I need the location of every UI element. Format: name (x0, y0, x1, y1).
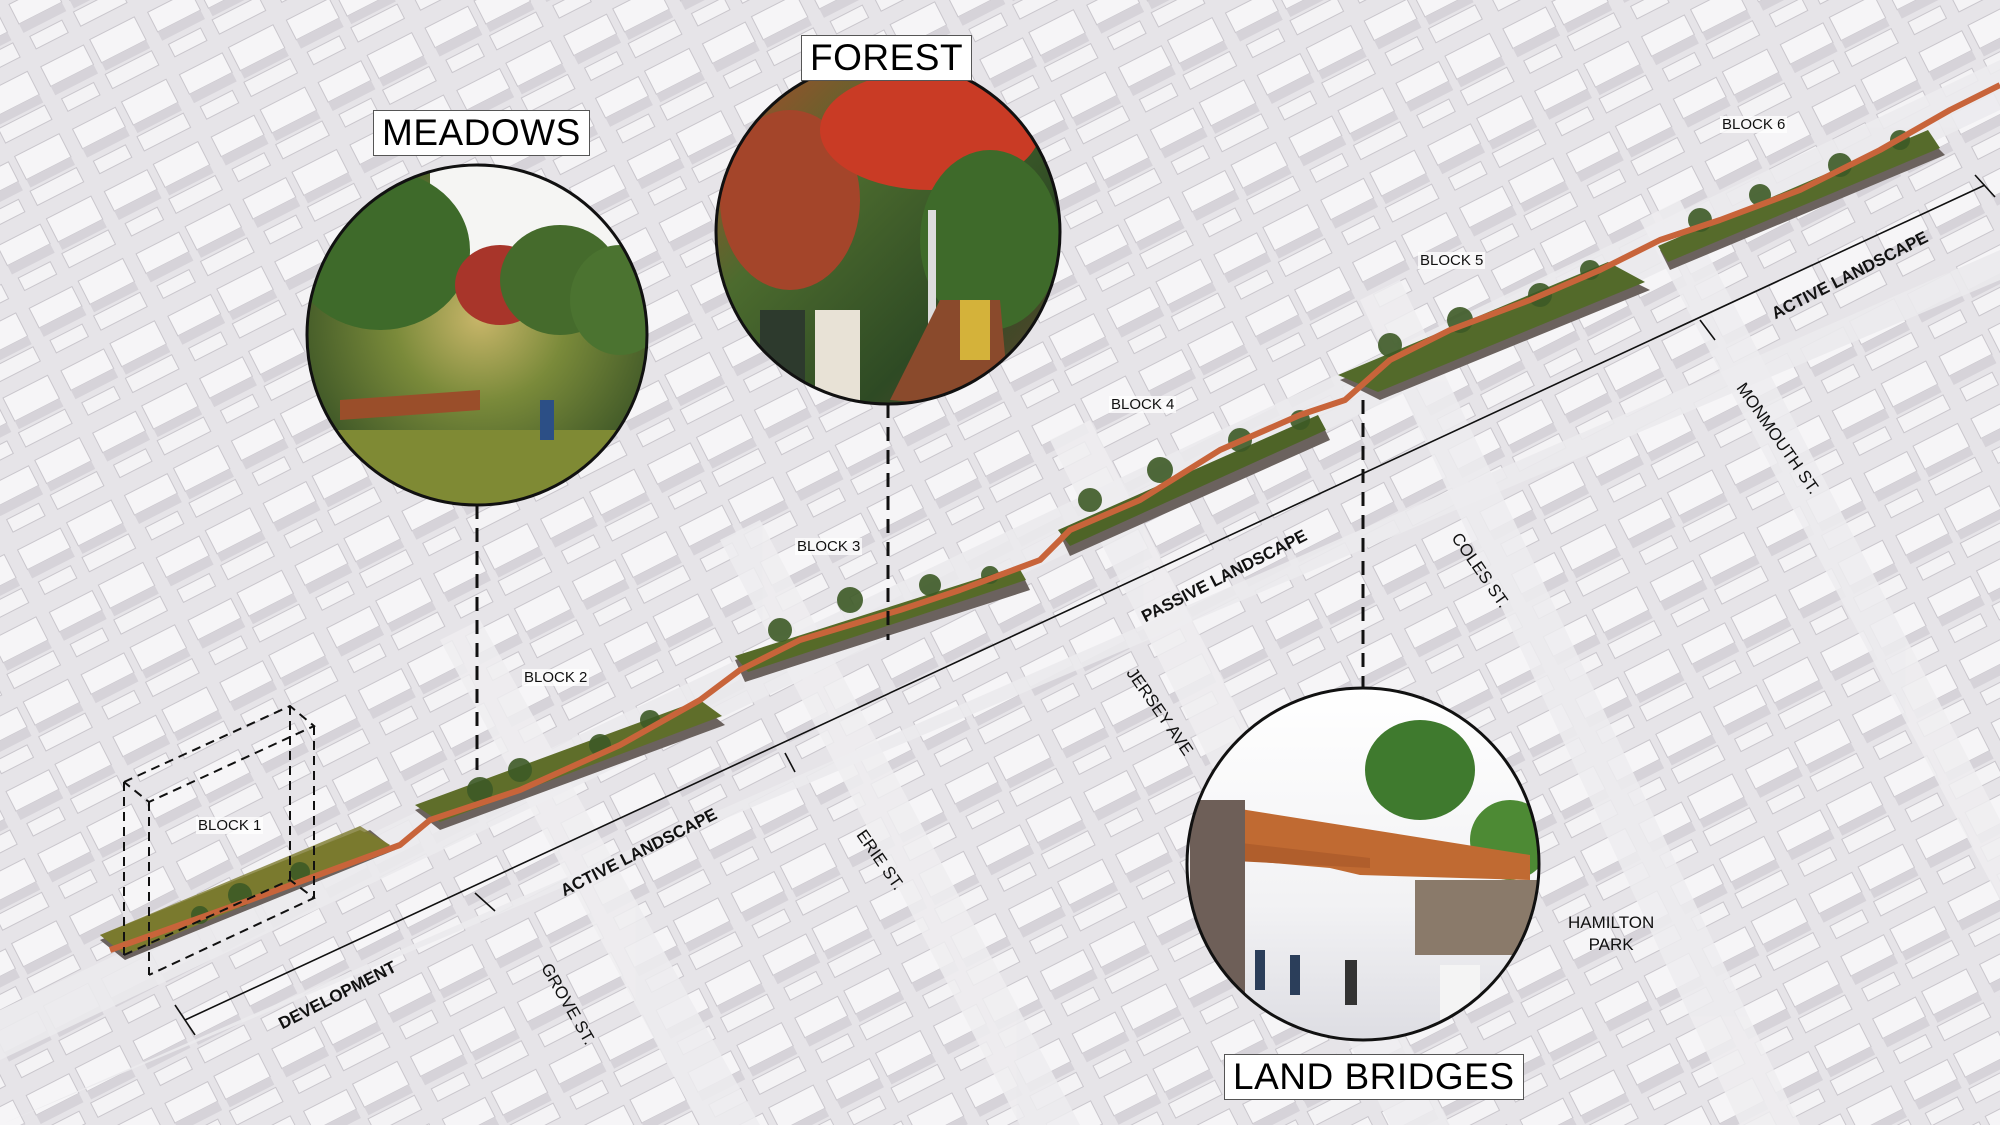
block-3-label: BLOCK 3 (795, 538, 863, 555)
title-meadows: MEADOWS (373, 110, 590, 156)
block-5-label: BLOCK 5 (1418, 252, 1486, 269)
segment-dimension-line (174, 174, 1996, 1036)
title-land-bridges: LAND BRIDGES (1224, 1054, 1524, 1100)
leader-lines (475, 400, 1365, 770)
hamilton-park-label: HAMILTON PARK (1568, 912, 1654, 956)
block-1-label: BLOCK 1 (196, 817, 264, 834)
title-forest: FOREST (801, 35, 973, 81)
block-2-label: BLOCK 2 (522, 669, 590, 686)
development-envelope (123, 704, 316, 976)
block-4-label: BLOCK 4 (1109, 396, 1177, 413)
hamilton-park-line2: PARK (1588, 935, 1634, 954)
planter-blocks (100, 82, 2000, 960)
elevated-path (108, 82, 2000, 953)
block-6-label: BLOCK 6 (1720, 116, 1788, 133)
hamilton-park-line1: HAMILTON (1568, 913, 1655, 932)
